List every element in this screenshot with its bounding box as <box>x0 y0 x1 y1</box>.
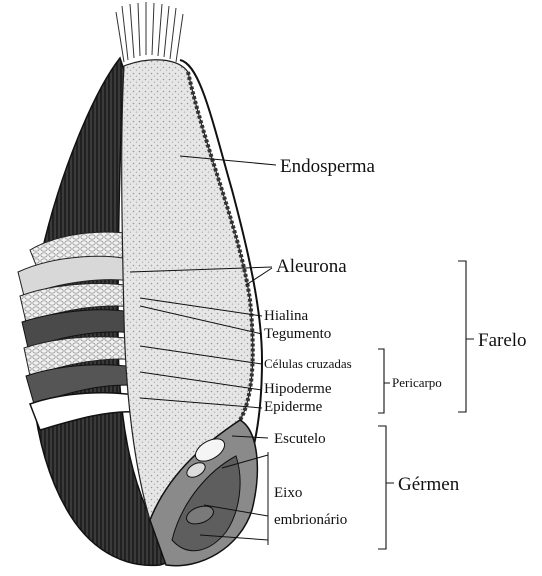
label-endosperma: Endosperma <box>280 156 376 177</box>
label-aleurona: Aleurona <box>276 256 347 277</box>
label-farelo: Farelo <box>478 330 527 351</box>
peeled-layers <box>18 232 140 430</box>
label-pericarpo: Pericarpo <box>392 375 442 390</box>
beard-hairs <box>116 2 183 62</box>
farelo-bracket <box>458 261 474 412</box>
label-eixo: Eixo <box>274 485 302 501</box>
label-germen: Gérmen <box>398 474 460 495</box>
label-embrionario: embrionário <box>274 512 347 528</box>
label-celulas-cruzadas: Células cruzadas <box>264 356 352 371</box>
pericarpo-bracket <box>378 349 390 413</box>
label-hipoderme: Hipoderme <box>264 381 332 397</box>
germen-bracket <box>378 426 394 549</box>
label-escutelo: Escutelo <box>274 431 326 447</box>
label-tegumento: Tegumento <box>264 326 331 342</box>
label-epiderme: Epiderme <box>264 399 323 415</box>
label-hialina: Hialina <box>264 308 308 324</box>
